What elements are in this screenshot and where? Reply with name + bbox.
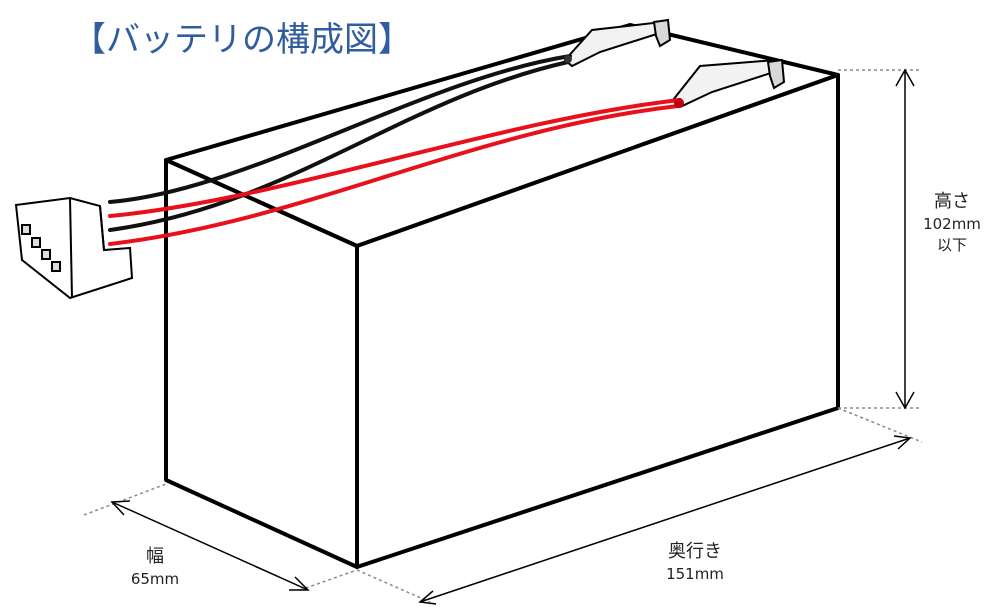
height-dimension <box>838 68 922 410</box>
battery-box <box>164 23 840 569</box>
height-label-text: 高さ <box>934 191 970 212</box>
height-value: 102mm <box>923 215 981 234</box>
red-wires <box>108 98 682 246</box>
black-wires <box>108 54 572 232</box>
width-label-text: 幅 <box>146 546 164 567</box>
width-label: 幅 65mm <box>110 545 200 590</box>
terminal-black <box>563 18 672 68</box>
height-label: 高さ 102mm 以下 <box>912 190 992 255</box>
width-dimension <box>83 483 358 591</box>
depth-label: 奥行き 151mm <box>640 540 750 585</box>
depth-dimension <box>356 407 923 605</box>
depth-label-text: 奥行き <box>668 541 722 562</box>
page-title: 【バッテリの構成図】 <box>72 20 412 60</box>
connector-plug <box>14 196 134 300</box>
height-note: 以下 <box>936 235 967 254</box>
width-value: 65mm <box>130 570 180 589</box>
depth-value: 151mm <box>666 565 724 584</box>
